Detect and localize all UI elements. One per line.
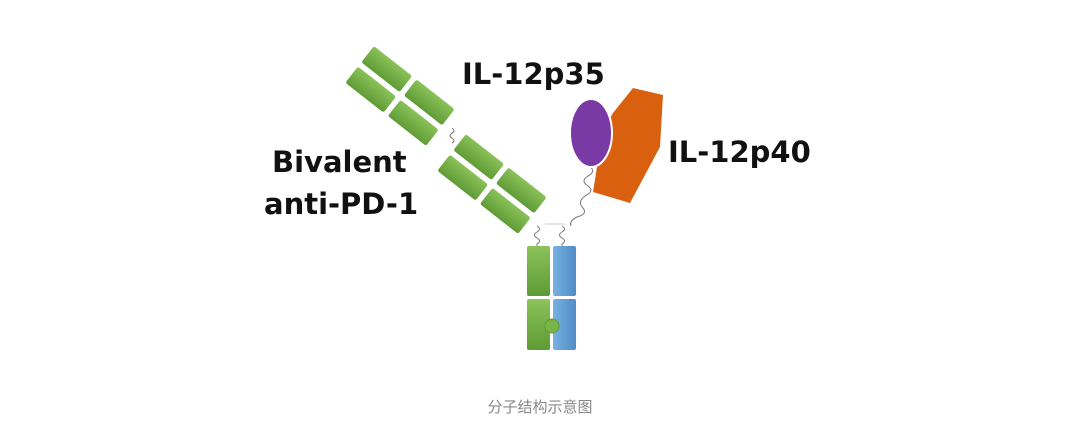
upper-fab-domain <box>344 45 456 147</box>
linkers <box>449 127 594 247</box>
lower-fab-domain <box>436 133 548 235</box>
il12p40-subunit <box>593 88 663 203</box>
fc-domain <box>527 246 576 350</box>
label-il12p40: IL-12p40 <box>668 135 811 169</box>
figure-caption: 分子结构示意图 <box>487 398 593 416</box>
label-anti-pd1: anti-PD-1 <box>264 187 419 221</box>
il12p35-subunit <box>569 98 613 168</box>
label-bivalent: Bivalent <box>272 145 407 179</box>
label-il12p35: IL-12p35 <box>462 57 605 91</box>
